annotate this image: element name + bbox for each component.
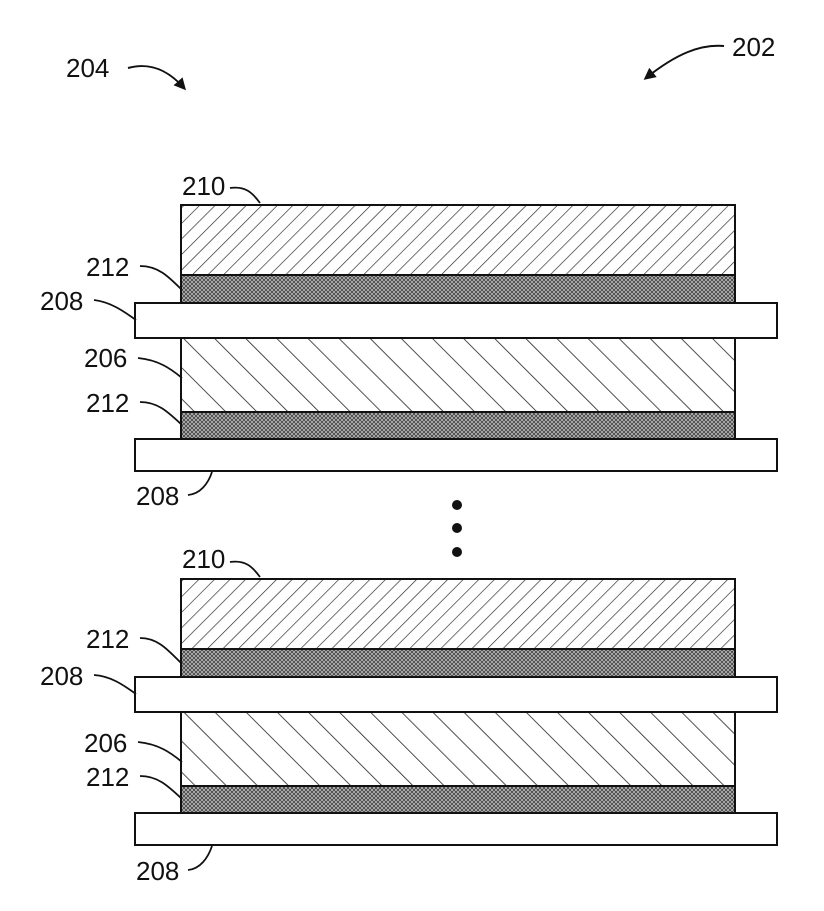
label-210: 210 — [182, 544, 225, 574]
leader-210 — [230, 562, 260, 577]
ref-label-204: 204 — [66, 53, 109, 83]
top-layer-210 — [181, 579, 735, 649]
label-208-lower: 208 — [136, 856, 179, 886]
label-208-upper: 208 — [40, 661, 83, 691]
top-layer-210 — [181, 205, 735, 275]
separator-208-upper — [135, 677, 777, 712]
interlayer-212-lower — [181, 786, 735, 813]
layer-stack-1: 210 212 208 206 212 208 — [40, 171, 777, 511]
label-208-upper: 208 — [40, 286, 83, 316]
label-212-upper: 212 — [86, 624, 129, 654]
leader-206 — [138, 742, 182, 762]
interlayer-212-lower — [181, 412, 735, 439]
leader-210 — [230, 188, 260, 203]
middle-layer-206 — [181, 338, 735, 412]
separator-208-upper — [135, 303, 777, 338]
leader-212-upper — [140, 638, 182, 664]
label-212-upper: 212 — [86, 252, 129, 282]
label-212-lower: 212 — [86, 388, 129, 418]
interlayer-212-upper — [181, 275, 735, 303]
leader-208-lower — [188, 846, 212, 870]
leader-206 — [138, 358, 182, 378]
label-210: 210 — [182, 171, 225, 201]
leader-208-upper — [94, 675, 136, 694]
layer-stack-2: 210 212 208 206 212 208 — [40, 544, 777, 886]
leader-212-lower — [140, 776, 182, 799]
separator-208-lower — [135, 439, 777, 471]
ref-label-202: 202 — [732, 32, 775, 62]
label-206: 206 — [84, 728, 127, 758]
leader-208-lower — [188, 472, 212, 495]
label-212-lower: 212 — [86, 762, 129, 792]
leader-212-upper — [140, 266, 182, 290]
label-206: 206 — [84, 343, 127, 373]
continuation-ellipsis — [452, 500, 462, 557]
leader-212-lower — [140, 402, 182, 425]
interlayer-212-upper — [181, 649, 735, 677]
middle-layer-206 — [181, 712, 735, 786]
ref-arrow-204 — [128, 66, 184, 88]
separator-208-lower — [135, 813, 777, 845]
leader-208-upper — [94, 300, 136, 320]
ref-arrow-202 — [646, 46, 724, 78]
label-208-lower: 208 — [136, 481, 179, 511]
